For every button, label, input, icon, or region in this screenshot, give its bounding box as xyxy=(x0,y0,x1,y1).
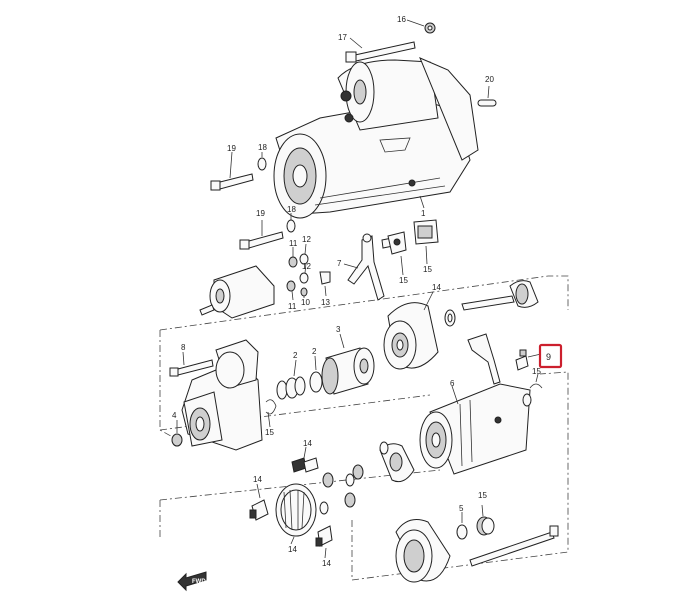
ring-2-left[interactable] xyxy=(276,376,306,400)
callout-15-front[interactable]: 15 xyxy=(265,428,274,437)
callout-7[interactable]: 7 xyxy=(337,259,342,268)
bolt-19-lower[interactable] xyxy=(239,231,284,250)
callout-16[interactable]: 16 xyxy=(397,15,406,24)
callout-15-lever[interactable]: 15 xyxy=(399,276,408,285)
callout-11-lower[interactable]: 11 xyxy=(288,302,297,311)
brush-bracket[interactable] xyxy=(467,333,501,385)
brush-ring-14[interactable] xyxy=(275,483,317,537)
direction-indicator: FWD xyxy=(177,571,207,592)
solenoid[interactable] xyxy=(199,265,275,319)
washer-12-lower[interactable] xyxy=(299,272,309,284)
nut-11-lower[interactable] xyxy=(286,280,296,292)
brush-roller-a[interactable] xyxy=(319,464,364,515)
callout-17[interactable]: 17 xyxy=(338,33,347,42)
bolt-8[interactable] xyxy=(169,359,214,377)
drive-housing-14[interactable] xyxy=(383,302,439,370)
nut-16[interactable] xyxy=(424,22,436,34)
callout-19-upper[interactable]: 19 xyxy=(227,144,236,153)
callout-19-lower[interactable]: 19 xyxy=(256,209,265,218)
ring-2-right[interactable] xyxy=(309,371,323,393)
callout-6[interactable]: 6 xyxy=(450,379,455,388)
washer-brush-plate[interactable] xyxy=(379,441,389,455)
bushing-15-lower[interactable] xyxy=(476,516,495,536)
through-bolt[interactable] xyxy=(469,525,559,567)
highlight-box-9 xyxy=(538,343,563,369)
clip-13[interactable] xyxy=(319,271,331,285)
nut-10[interactable] xyxy=(300,287,308,297)
ring-15-front[interactable] xyxy=(265,399,277,415)
callout-15-lower[interactable]: 15 xyxy=(478,491,487,500)
washer-6-right[interactable] xyxy=(522,393,532,407)
nut-11-upper[interactable] xyxy=(288,256,298,268)
shift-lever-7[interactable] xyxy=(347,233,385,301)
end-cover[interactable] xyxy=(395,519,451,583)
bolt-17[interactable] xyxy=(345,41,416,63)
callout-14-brush-bottom[interactable]: 14 xyxy=(322,559,331,568)
washer-shaft[interactable] xyxy=(444,309,456,327)
callout-15-upper[interactable]: 15 xyxy=(423,265,432,274)
washer-12-upper[interactable] xyxy=(299,253,309,265)
brush-14-left[interactable] xyxy=(249,499,269,521)
pin-20[interactable] xyxy=(477,99,497,107)
starter-main-body[interactable] xyxy=(273,57,479,219)
bolt-19-upper[interactable] xyxy=(210,173,254,191)
bracket-15-upper[interactable] xyxy=(387,231,407,255)
callout-2-right[interactable]: 2 xyxy=(312,347,317,356)
clip-15-right[interactable] xyxy=(529,383,543,389)
callout-12-upper[interactable]: 12 xyxy=(302,235,311,244)
callout-14-brush-left[interactable]: 14 xyxy=(253,475,262,484)
callout-12-lower[interactable]: 12 xyxy=(302,262,311,271)
callout-20[interactable]: 20 xyxy=(485,75,494,84)
callout-11-upper[interactable]: 11 xyxy=(289,239,298,248)
armature-shaft[interactable] xyxy=(461,280,539,311)
callout-18-upper[interactable]: 18 xyxy=(258,143,267,152)
callout-18-lower[interactable]: 18 xyxy=(287,205,296,214)
callout-2-left[interactable]: 2 xyxy=(293,351,298,360)
callout-14-brush-top[interactable]: 14 xyxy=(303,439,312,448)
callout-4[interactable]: 4 xyxy=(172,411,177,420)
callout-8[interactable]: 8 xyxy=(181,343,186,352)
bushing-5[interactable] xyxy=(456,524,468,540)
callout-1[interactable]: 1 xyxy=(421,209,426,218)
front-housing-4[interactable] xyxy=(181,339,263,451)
callout-10[interactable]: 10 xyxy=(301,298,310,307)
armature-6[interactable] xyxy=(419,383,531,475)
washer-18-lower[interactable] xyxy=(286,219,296,233)
callout-9[interactable]: 9 xyxy=(546,352,551,362)
direction-label: FWD xyxy=(192,579,206,585)
callout-15-right[interactable]: 15 xyxy=(532,367,541,376)
block-15[interactable] xyxy=(413,219,439,245)
callout-13[interactable]: 13 xyxy=(321,298,330,307)
callout-3[interactable]: 3 xyxy=(336,325,341,334)
callout-labels: 16 17 20 19 18 19 18 1 11 12 7 12 15 15 … xyxy=(172,15,551,568)
callout-5[interactable]: 5 xyxy=(459,504,464,513)
callout-14-housing[interactable]: 14 xyxy=(432,283,441,292)
drive-pinion-3[interactable] xyxy=(321,347,375,395)
brush-14-top[interactable] xyxy=(291,457,319,473)
brush-14-bottom[interactable] xyxy=(315,525,333,547)
callout-14-ring[interactable]: 14 xyxy=(288,545,297,554)
arrow-left-icon xyxy=(177,571,207,592)
bushing-4[interactable] xyxy=(171,433,183,447)
screw-9[interactable] xyxy=(515,349,529,371)
washer-18-upper[interactable] xyxy=(257,157,267,171)
